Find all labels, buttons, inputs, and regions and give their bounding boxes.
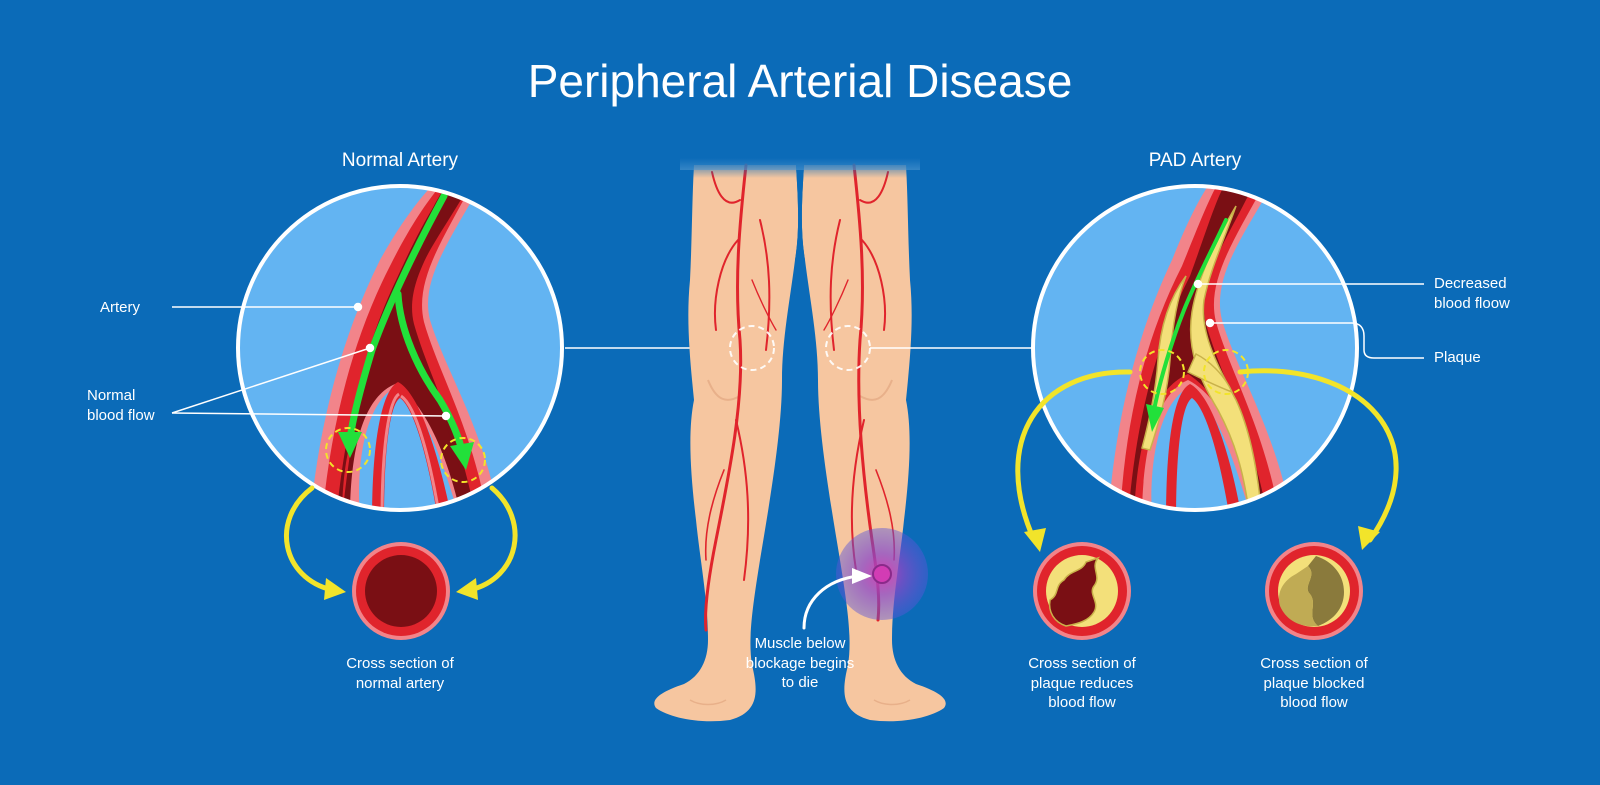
pad-artery-magnifier: [1033, 170, 1357, 520]
artery-label: Artery: [100, 298, 140, 318]
arrowhead-icon: [324, 578, 346, 600]
reduced-cross-section-label: Cross section of plaque reduces blood fl…: [1002, 654, 1162, 713]
page-title: Peripheral Arterial Disease: [0, 52, 1600, 112]
normal-artery-heading: Normal Artery: [300, 149, 500, 174]
arrowhead-icon: [456, 578, 478, 600]
normal-cross-section-label: Cross section of normal artery: [300, 654, 500, 693]
normal-artery-magnifier: [238, 170, 562, 520]
pad-artery-heading: PAD Artery: [1095, 149, 1295, 174]
normal-blood-flow-label: Normal blood flow: [87, 386, 155, 425]
arrowhead-icon: [1024, 528, 1046, 552]
normal-cross-section: [352, 542, 450, 640]
blocked-cross-section: [1265, 542, 1363, 640]
muscle-dying-label: Muscle below blockage begins to die: [720, 634, 880, 693]
decreased-blood-flow-label: Decreased blood floow: [1434, 274, 1510, 313]
plaque-label: Plaque: [1434, 348, 1481, 368]
reduced-cross-section: [1033, 542, 1131, 640]
blocked-cross-section-label: Cross section of plaque blocked blood fl…: [1234, 654, 1394, 713]
